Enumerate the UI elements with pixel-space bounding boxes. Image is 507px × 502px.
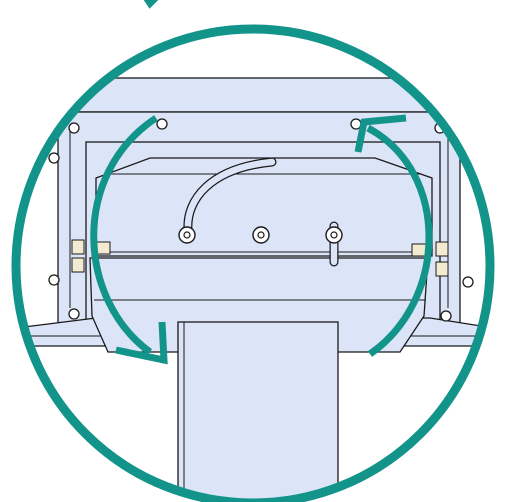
rotation-arrow-right-arc — [366, 124, 433, 357]
mounting-hole — [462, 276, 474, 288]
mounting-hole — [68, 308, 80, 320]
spacer-right-upper — [435, 241, 449, 257]
spacer-left-lower — [71, 257, 85, 273]
screw — [178, 226, 196, 244]
screw — [325, 226, 343, 244]
spacer-right-lower — [435, 261, 449, 277]
mounting-hole — [48, 152, 60, 164]
support-post — [177, 321, 339, 502]
spacer-right-inner — [411, 243, 427, 257]
mounting-hole — [440, 310, 452, 322]
callout-leader — [143, 0, 159, 9]
cable-inner — [184, 158, 276, 234]
spacer-left-upper — [71, 239, 85, 255]
rotation-arrow-left-head — [115, 321, 168, 365]
mounting-hole — [48, 274, 60, 286]
screws — [178, 226, 343, 244]
rotation-arrow-left-arc — [90, 115, 158, 355]
mounting-hole — [156, 118, 168, 130]
rotate-clockwise-arrow-icon — [90, 115, 168, 365]
rotation-arrow-right-head — [354, 114, 407, 153]
screw — [252, 226, 270, 244]
mounting-hole — [68, 122, 80, 134]
rotate-clockwise-arrow-icon — [354, 114, 433, 357]
spacer-left-inner — [95, 241, 111, 255]
magnifier-circle — [11, 24, 495, 502]
